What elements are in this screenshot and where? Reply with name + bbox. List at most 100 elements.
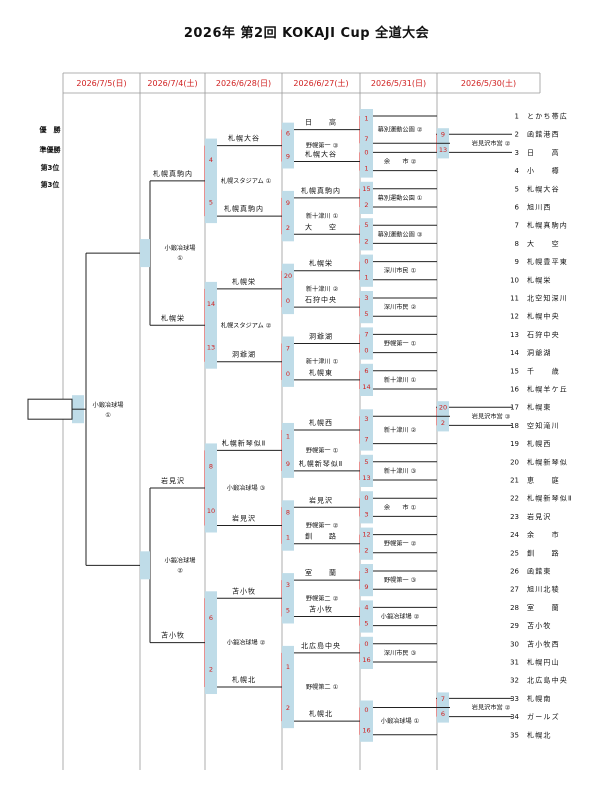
winner-name: 札幌北 bbox=[309, 709, 333, 718]
score-bottom: 9 bbox=[364, 583, 368, 591]
score-bottom: 13 bbox=[439, 146, 447, 154]
venue-label: 野幌第二 ① bbox=[306, 683, 338, 691]
team-name: 旭川西 bbox=[527, 203, 552, 212]
team-name: 旭川北稜 bbox=[527, 585, 560, 594]
score-top: 20 bbox=[439, 404, 447, 412]
winner-name: 札幌栄 bbox=[161, 313, 185, 322]
winner-name: 北広島中央 bbox=[301, 641, 341, 650]
score-bottom: 5 bbox=[209, 199, 213, 207]
venue-label: 札幌スタジアム ① bbox=[221, 177, 271, 185]
score-box bbox=[360, 291, 373, 324]
venue-label: 野幌第一 ③ bbox=[384, 576, 417, 584]
team-number: 28 bbox=[510, 604, 519, 612]
score-box bbox=[140, 551, 150, 580]
winner-name: 大 空 bbox=[305, 222, 337, 231]
venue-label: 野幌第二 ② bbox=[306, 594, 339, 602]
score-box bbox=[360, 327, 373, 360]
team-number: 4 bbox=[515, 167, 520, 175]
team-number: 7 bbox=[515, 222, 519, 230]
team-name: 札幌北 bbox=[527, 730, 552, 739]
venue-label: 野幌第一 ② bbox=[306, 522, 339, 530]
winner-name: 石狩中央 bbox=[305, 295, 337, 304]
team-name: 苫小牧西 bbox=[527, 639, 560, 648]
winner-name: 札幌大谷 bbox=[305, 150, 337, 159]
score-bottom: 13 bbox=[207, 344, 215, 352]
venue-label: 小鍛冶球場 ③ bbox=[227, 484, 266, 492]
score-bottom: 9 bbox=[286, 152, 290, 160]
award-label: 第3位 bbox=[41, 163, 60, 172]
team-name: ガールズ bbox=[527, 712, 560, 721]
venue-label: 新十津川 ③ bbox=[384, 467, 417, 475]
score-bottom: 2 bbox=[209, 665, 213, 673]
team-name: 札幌栄 bbox=[527, 275, 552, 284]
round-date: 2026/6/28(日) bbox=[216, 79, 271, 88]
winner-name: 札幌新琴似Ⅱ bbox=[222, 438, 266, 447]
score-bottom: 7 bbox=[364, 135, 368, 143]
score-top: 15 bbox=[362, 185, 370, 193]
winner-name: 苫小牧 bbox=[309, 605, 333, 614]
score-top: 0 bbox=[364, 148, 368, 156]
score-box bbox=[360, 145, 373, 178]
score-box bbox=[360, 491, 373, 524]
score-box bbox=[205, 138, 217, 224]
score-bottom: 2 bbox=[441, 419, 445, 427]
score-box bbox=[360, 564, 373, 597]
score-box bbox=[360, 454, 373, 487]
score-bottom: 1 bbox=[364, 165, 368, 173]
team-name: 千 歳 bbox=[527, 366, 560, 375]
score-box bbox=[140, 239, 150, 268]
team-number: 9 bbox=[515, 258, 519, 266]
team-number: 14 bbox=[510, 349, 519, 357]
score-box bbox=[360, 254, 373, 287]
team-name: 札幌西 bbox=[527, 439, 552, 448]
team-number: 16 bbox=[510, 386, 519, 394]
venue-label: 小鍛冶球場 ① bbox=[381, 717, 419, 725]
score-bottom: 7 bbox=[364, 436, 368, 444]
score-top: 0 bbox=[364, 640, 368, 648]
team-number: 30 bbox=[510, 640, 519, 648]
winner-name: 札幌真駒内 bbox=[301, 186, 341, 195]
score-box bbox=[360, 700, 373, 742]
team-number: 6 bbox=[515, 204, 520, 212]
team-number: 2 bbox=[515, 131, 519, 139]
round-date: 2026/5/30(土) bbox=[461, 78, 516, 88]
venue-label: 小鍛冶球場 bbox=[93, 401, 124, 409]
winner-name: 室 蘭 bbox=[305, 568, 337, 577]
score-box bbox=[205, 281, 217, 369]
score-box bbox=[282, 122, 294, 169]
venue-label: 新十津川 ② bbox=[384, 426, 417, 434]
team-name: 札幌豊平東 bbox=[527, 257, 568, 266]
score-top: 3 bbox=[364, 567, 368, 575]
winner-name: 札幌大谷 bbox=[228, 134, 260, 143]
team-name: 余 市 bbox=[527, 530, 560, 539]
score-top: 6 bbox=[364, 367, 368, 375]
winner-name: 札幌真駒内 bbox=[153, 169, 193, 178]
score-bottom: 2 bbox=[364, 201, 368, 209]
team-number: 21 bbox=[510, 477, 519, 485]
team-number: 33 bbox=[510, 695, 519, 703]
score-box bbox=[205, 443, 217, 533]
venue-label: ① bbox=[177, 255, 183, 262]
venue-label: ② bbox=[177, 567, 183, 574]
winner-name: 苫小牧 bbox=[232, 586, 256, 595]
venue-label: 岩見沢市営 ② bbox=[472, 139, 511, 147]
score-top: 6 bbox=[209, 614, 213, 622]
team-number: 10 bbox=[510, 276, 519, 284]
score-bottom: 3 bbox=[364, 510, 368, 518]
page-title: 2026年 第2回 KOKAJI Cup 全道大会 bbox=[183, 26, 430, 41]
winner-name: 岩見沢 bbox=[161, 476, 185, 485]
score-bottom: 2 bbox=[286, 224, 290, 232]
team-name: 北空知深川 bbox=[527, 294, 568, 303]
score-bottom: 14 bbox=[362, 383, 370, 391]
team-number: 11 bbox=[510, 295, 519, 303]
team-name: 岩見沢 bbox=[527, 512, 552, 521]
score-box bbox=[282, 645, 294, 729]
score-top: 12 bbox=[362, 531, 370, 539]
score-bottom: 0 bbox=[286, 297, 290, 305]
team-name: 札幌円山 bbox=[527, 658, 560, 667]
venue-label: 深川市民 ① bbox=[384, 267, 416, 275]
venue-label: 新十津川 ① bbox=[384, 376, 416, 384]
score-box bbox=[282, 422, 294, 478]
venue-label: 岩見沢市営 ③ bbox=[472, 412, 511, 420]
team-number: 17 bbox=[510, 404, 519, 412]
